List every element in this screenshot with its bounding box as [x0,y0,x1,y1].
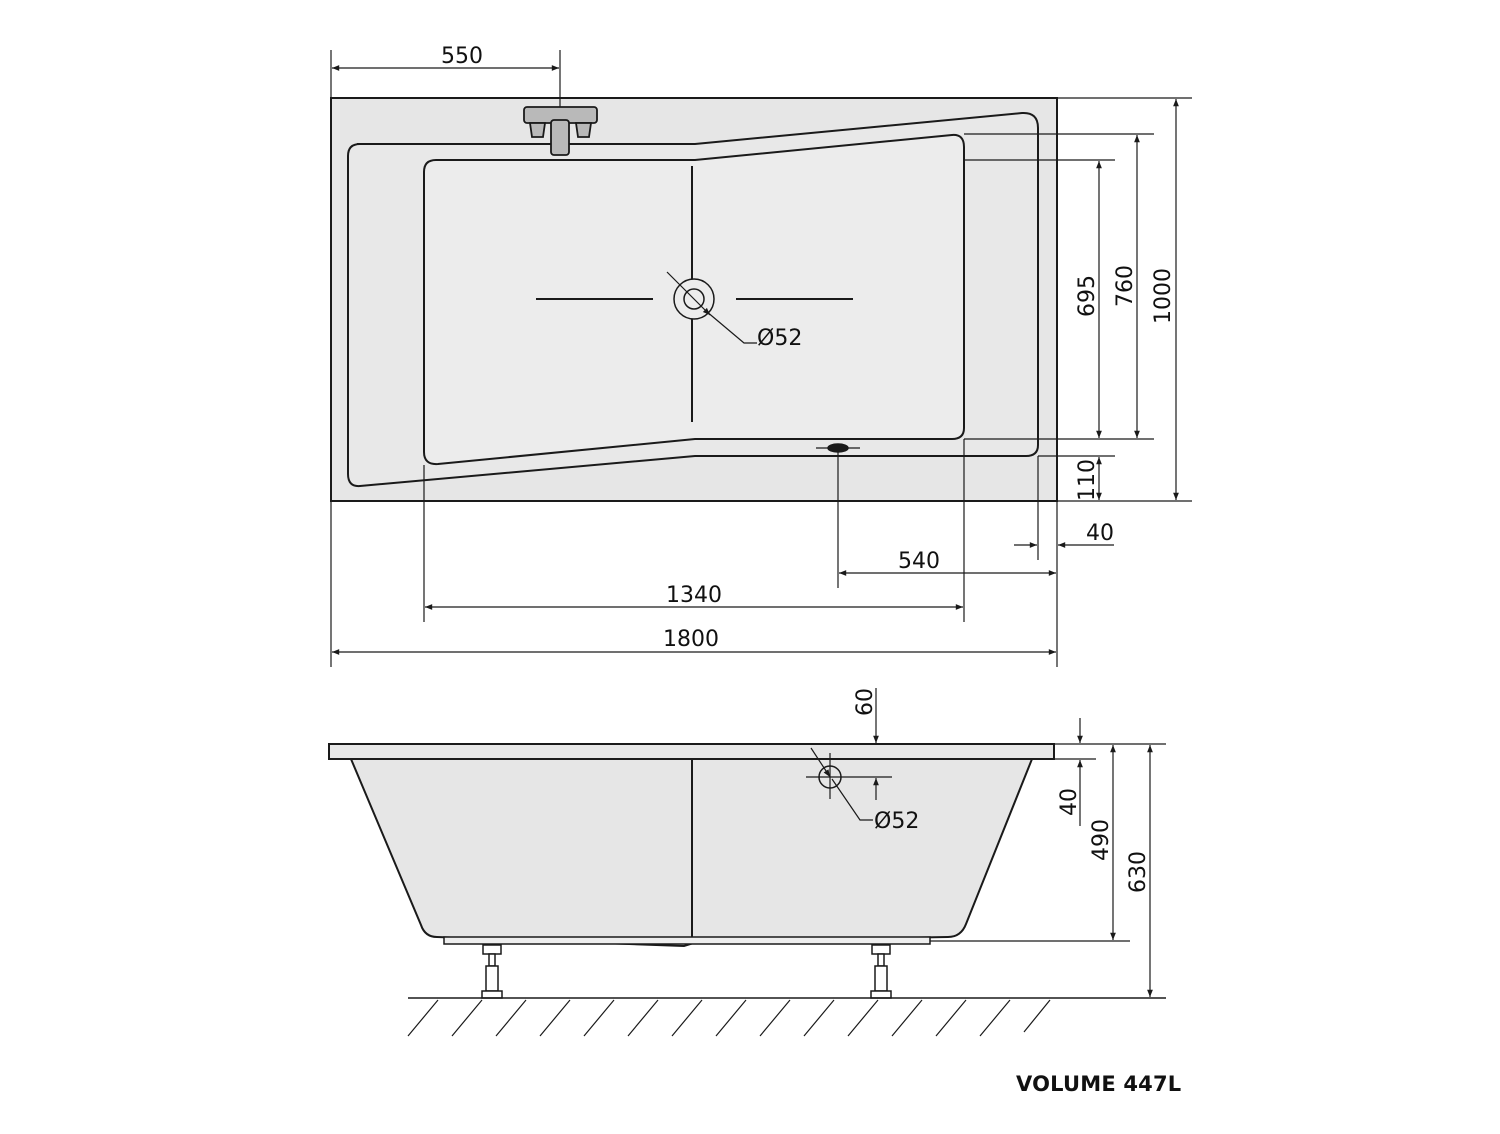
dim-overall-depth: 1000 [1151,268,1176,324]
dim-drain-diameter: Ø52 [757,326,802,351]
leg-left [481,944,503,999]
dim-overflow-offset: 60 [853,688,878,716]
dim-overflow-diameter: Ø52 [874,809,919,834]
top-view [330,50,1192,667]
rim-profile [328,743,1055,760]
dim-rim-front: 110 [1075,459,1100,501]
dim-overall-width: 1800 [663,627,719,652]
dim-rim-right: 40 [1086,521,1114,546]
dim-tub-depth: 490 [1089,819,1114,861]
dim-inner-length: 1340 [666,583,722,608]
floor-hatching [407,999,1051,1037]
dim-faucet-offset: 550 [441,44,483,69]
dim-overall-height: 630 [1126,851,1151,893]
dim-inner-depth: 695 [1075,275,1100,317]
leg-right [870,944,892,999]
side-view [328,688,1166,1037]
dim-rim-thickness: 40 [1057,788,1082,816]
dim-drain-offset: 540 [898,549,940,574]
dim-inner-depth-outer: 760 [1113,265,1138,307]
volume-label: VOLUME 447L [1016,1072,1182,1096]
